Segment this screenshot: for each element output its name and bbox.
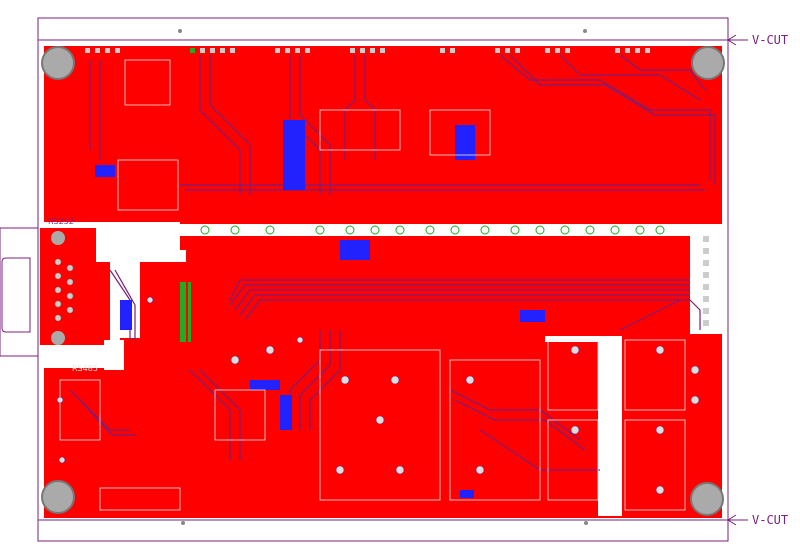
mount-hole-top-right	[691, 46, 725, 80]
fiducial-bottom-left	[181, 521, 185, 525]
rs232-connector[interactable]	[0, 227, 74, 357]
vcut-label-bottom: V-CUT	[752, 513, 789, 527]
vias	[56, 296, 700, 495]
fiducial-bottom-right	[584, 521, 588, 525]
traces-purple	[69, 54, 716, 471]
db9-pins	[54, 258, 74, 322]
vcut-label-top: V-CUT	[752, 33, 789, 47]
rs485-label: RS485	[72, 364, 98, 373]
db9-mount-hole-bottom	[51, 331, 65, 345]
fiducial-top-left	[178, 29, 182, 33]
mounting-holes	[41, 46, 725, 516]
rs232-label: RS232	[48, 217, 74, 226]
mount-hole-bottom-right	[690, 482, 724, 516]
band-test-pads	[200, 225, 665, 235]
keepout-areas	[40, 222, 722, 516]
vcut-arrows	[727, 34, 748, 526]
silkscreen-outlines	[59, 59, 686, 511]
green-pad-strip	[180, 282, 191, 342]
mount-hole-bottom-left	[41, 480, 75, 514]
right-header-pads	[703, 236, 709, 326]
copper-pour	[40, 46, 722, 518]
top-connector-pads	[85, 48, 650, 53]
traces-blue	[95, 120, 545, 498]
db9-mount-hole-top	[51, 231, 65, 245]
mount-hole-top-left	[41, 46, 75, 80]
fiducial-top-right	[583, 29, 587, 33]
